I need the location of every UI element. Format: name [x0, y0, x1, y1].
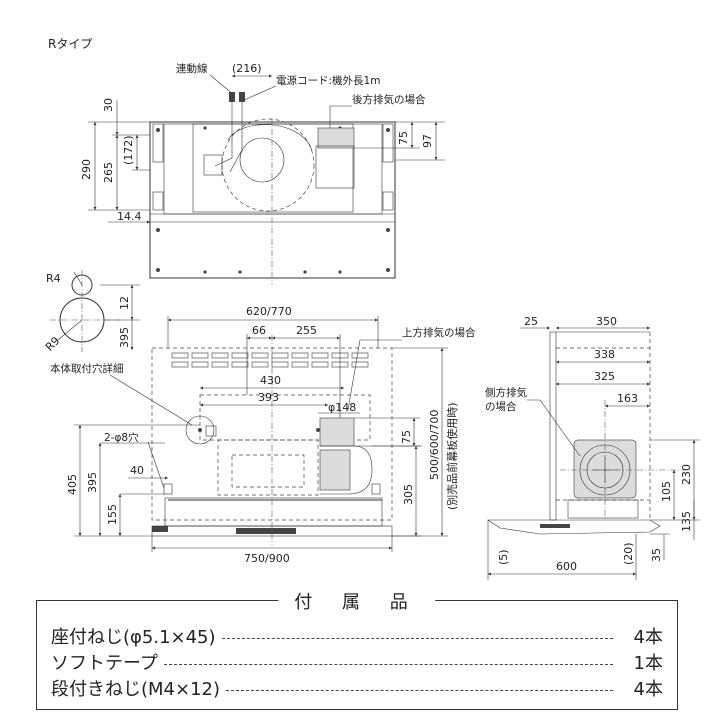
r9-label: R9 [43, 334, 63, 354]
side-exhaust-line2: の場合 [485, 400, 517, 413]
dim-5: (5) [497, 549, 510, 565]
dim-135: 135 [680, 511, 693, 532]
top-view: 30 290 265 (172) 14.4 (216) 連動線 電源コード:機外… [80, 62, 445, 285]
rear-exhaust-label: 後方排気の場合 [352, 93, 426, 106]
dim-620-770: 620/770 [246, 305, 292, 318]
hole-label: 2-φ8穴 [104, 431, 139, 444]
front-panel-note: (別売品前幕板使用時) [445, 402, 459, 510]
mount-hole-detail: R4 R9 12 395 本体取付穴詳細 [43, 270, 193, 426]
dim-66: 66 [252, 324, 266, 337]
leader-dots [163, 663, 613, 665]
dim-750-900: 750/900 [244, 552, 290, 565]
dim-105: 105 [660, 481, 673, 502]
dim-40: 40 [130, 464, 144, 477]
dim-216: (216) [232, 62, 262, 75]
accessory-qty: 1本 [633, 653, 663, 674]
type-label: Rタイプ [48, 37, 92, 51]
dim-305: 305 [402, 484, 415, 505]
accessory-qty: 4本 [633, 627, 663, 648]
front-panel-label: 500/600/700 [428, 410, 441, 480]
dim-75-top: 75 [397, 131, 410, 145]
accessory-item: 座付ねじ(φ5.1×45) 4本 [51, 623, 663, 649]
dim-phi148: φ148 [328, 401, 356, 414]
dim-97: 97 [421, 134, 434, 148]
side-view: 25 350 338 325 163 側方排気 の場合 230 105 135 … [485, 315, 700, 580]
dim-350: 350 [596, 315, 617, 328]
accessory-item: 段付きねじ(M4×12) 4本 [51, 675, 663, 701]
dim-14-4: 14.4 [117, 210, 142, 223]
power-cord-label: 電源コード:機外長1m [276, 74, 380, 87]
dim-338: 338 [594, 348, 615, 361]
accessory-name: 段付きねじ(M4×12) [51, 679, 221, 700]
accessory-name: ソフトテープ [51, 653, 158, 674]
dim-20: (20) [622, 542, 635, 565]
dim-395-detail: 395 [118, 327, 131, 348]
front-panel-line1: 500/600/700 [428, 410, 441, 480]
dim-430: 430 [260, 374, 281, 387]
accessories-title: 付 属 品 [278, 588, 436, 614]
r4-label: R4 [46, 272, 61, 285]
accessory-name: 座付ねじ(φ5.1×45) [51, 627, 216, 648]
accessory-item: ソフトテープ 1本 [51, 649, 663, 675]
leader-dots [226, 689, 613, 691]
dim-395-front: 395 [86, 472, 99, 493]
dim-75-front: 75 [400, 430, 413, 444]
dim-12: 12 [118, 296, 131, 310]
dim-35: 35 [650, 548, 663, 562]
dim-255: 255 [296, 324, 317, 337]
front-view: 620/770 66 255 430 393 φ148 上方排気の場合 75 5… [66, 305, 476, 565]
accessories-box: 付 属 品 座付ねじ(φ5.1×45) 4本 ソフトテープ 1本 段付きねじ(M… [36, 588, 678, 710]
dim-325: 325 [594, 370, 615, 383]
dim-393: 393 [258, 391, 279, 404]
dim-600: 600 [556, 560, 577, 573]
mount-hole-label: 本体取付穴詳細 [50, 362, 124, 375]
dim-405: 405 [66, 474, 79, 495]
dim-265: 265 [102, 162, 115, 183]
accessory-qty: 4本 [633, 679, 663, 700]
dim-230: 230 [680, 464, 693, 485]
renraku-label: 連動線 [176, 62, 208, 75]
side-exhaust-line1: 側方排気 [485, 386, 527, 399]
dim-290: 290 [80, 159, 93, 180]
dim-30: 30 [102, 98, 115, 112]
dim-25: 25 [524, 315, 538, 328]
top-exhaust-label: 上方排気の場合 [402, 326, 476, 339]
dim-172: (172) [122, 135, 135, 165]
dim-163: 163 [617, 392, 638, 405]
dim-155: 155 [106, 504, 119, 525]
leader-dots [221, 637, 613, 639]
